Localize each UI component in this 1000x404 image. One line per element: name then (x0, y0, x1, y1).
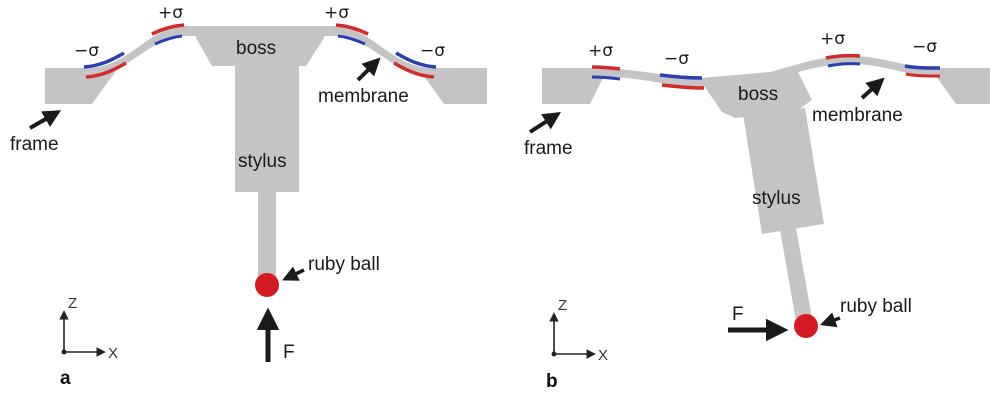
ruby-arrow-b (820, 312, 841, 328)
stress-pos-left-a: +σ (158, 3, 183, 23)
membrane-arrow-b (860, 77, 885, 100)
stress-pos-right-a: +σ (324, 3, 349, 23)
stress-band-b-4 (661, 83, 705, 90)
stylus-shaft-a (258, 190, 276, 282)
stress-band-b-6 (827, 62, 861, 68)
boss-label-a: boss (236, 38, 276, 59)
stress-band-a-1 (83, 51, 125, 69)
membrane-arrow-a (356, 57, 381, 82)
stress-pos-left-b: +σ (588, 41, 613, 61)
stylus-body-b (743, 108, 824, 234)
boss-a (196, 28, 324, 66)
axis-origin-a (61, 349, 67, 355)
z-axis-label-b: Z (558, 297, 567, 314)
frame-label-b: frame (524, 138, 573, 159)
frame-left-b (542, 68, 608, 104)
z-axis-label-a: Z (68, 295, 77, 312)
frame-left-a (45, 68, 118, 104)
membrane-band-b (542, 56, 990, 87)
stress-neg-left-b: −σ (664, 49, 689, 69)
stress-band-a-4 (154, 34, 183, 46)
stylus-body-a (235, 64, 299, 192)
stress-neg-left-a: −σ (74, 41, 99, 61)
stress-band-a-3 (151, 23, 185, 36)
frame-right-b (930, 68, 990, 104)
panel-letter-b: b (546, 371, 558, 392)
frame-label-a: frame (10, 134, 59, 155)
membrane-label-a: membrane (318, 86, 409, 107)
frame-arrow-b (528, 112, 562, 134)
panel-letter-a: a (60, 368, 71, 389)
ruby-arrow-a (282, 266, 305, 281)
ruby-ball-b (794, 314, 818, 338)
stress-band-b-7 (904, 64, 941, 70)
stress-band-b-5 (825, 53, 861, 60)
ruby-ball-a (255, 273, 279, 297)
stress-band-a-7 (395, 51, 437, 69)
stylus-shaft-b (780, 228, 812, 321)
membrane-label-b: membrane (812, 105, 903, 126)
stylus-label-a: stylus (238, 151, 287, 172)
stress-band-a-2 (85, 61, 127, 79)
stress-band-b-8 (905, 72, 941, 78)
membrane-band-a (45, 26, 487, 76)
stylus-label-b: stylus (752, 188, 801, 209)
panel-a: boss stylus membrane frame ruby ball F −… (10, 3, 487, 389)
stress-band-a-5 (335, 23, 369, 36)
stress-band-a-6 (337, 34, 366, 46)
stress-band-b-2 (591, 75, 621, 81)
boss-b (700, 72, 812, 118)
stress-neg-right-a: −σ (420, 41, 445, 61)
stress-neg-right-b: −σ (912, 37, 937, 57)
ruby-ball-label-a: ruby ball (308, 254, 380, 275)
ruby-ball-label-b: ruby ball (840, 296, 912, 317)
force-label-a: F (283, 342, 295, 363)
stress-band-b-3 (659, 73, 703, 80)
force-label-b: F (732, 304, 744, 325)
x-axis-label-a: X (108, 345, 118, 362)
frame-right-a (418, 68, 487, 104)
x-axis-label-b: X (598, 347, 608, 364)
boss-label-b: boss (738, 84, 778, 105)
panel-b: boss stylus membrane frame ruby ball F +… (524, 29, 990, 392)
stress-pos-right-b: +σ (820, 29, 845, 49)
stress-band-a-8 (393, 61, 435, 79)
frame-arrow-a (29, 110, 62, 130)
axis-origin-b (551, 351, 557, 357)
stress-band-b-1 (591, 65, 621, 71)
